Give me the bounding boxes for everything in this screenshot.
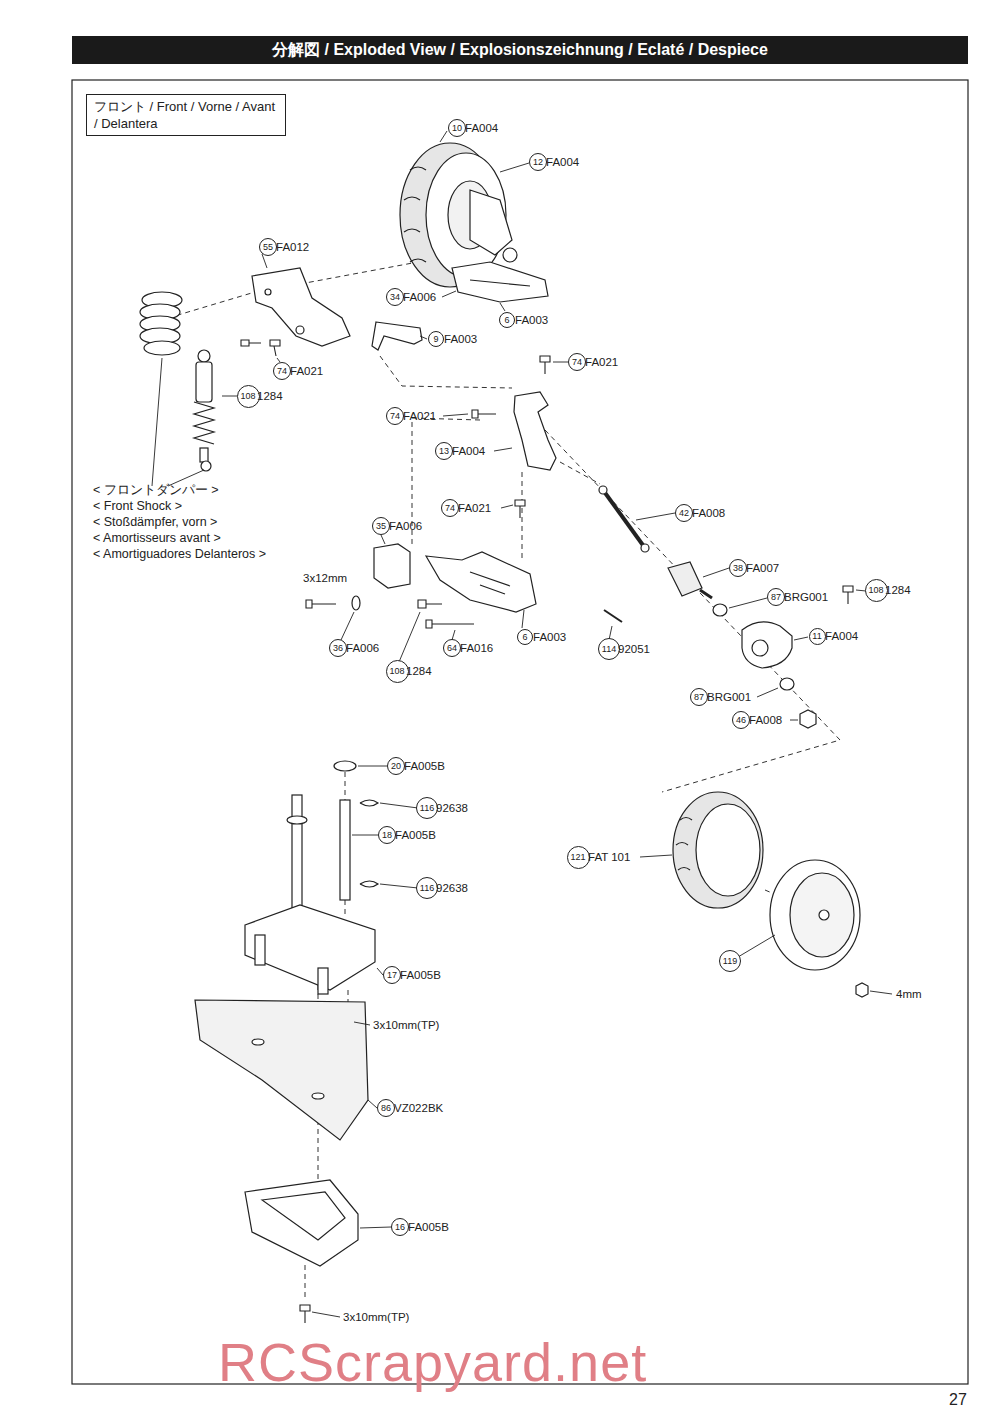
part-code: BRG001 (707, 691, 751, 703)
drive-parts (599, 486, 816, 728)
callout-number: 74 (273, 362, 291, 380)
part-code: 92638 (436, 882, 468, 894)
leader-lines (152, 131, 892, 1317)
callout-number: 20 (387, 757, 405, 775)
part-note: < Stoßdämpfer, vorn > (93, 515, 217, 529)
callout-number: 87 (690, 688, 708, 706)
part-code: FA004 (825, 630, 858, 642)
part-code: 92638 (436, 802, 468, 814)
part-code: FA004 (546, 156, 579, 168)
callout-number: 38 (729, 559, 747, 577)
callout-number: 17 (383, 966, 401, 984)
callout-number: 108 (386, 660, 409, 683)
c-hub (514, 392, 556, 470)
part-code: FA006 (346, 642, 379, 654)
dimension: 3x10mm(TP) (343, 1311, 409, 1323)
callout-number: 108 (237, 385, 260, 408)
screw (241, 340, 853, 1323)
part-code: FA003 (515, 314, 548, 326)
callout-number: 74 (568, 353, 586, 371)
callout-number: 114 (598, 638, 620, 660)
part-code: FA003 (533, 631, 566, 643)
shock-tower (252, 268, 350, 346)
part-code: FA007 (746, 562, 779, 574)
part-code: FA016 (460, 642, 493, 654)
section-box: フロント / Front / Vorne / Avant / Delantera (86, 94, 286, 136)
part-code: FA006 (403, 291, 436, 303)
part-code: 1284 (406, 665, 432, 677)
callout-number: 86 (377, 1099, 395, 1117)
part-code: VZ022BK (394, 1102, 443, 1114)
link-part (372, 322, 422, 350)
lower-arm (352, 544, 536, 612)
part-code: FA021 (458, 502, 491, 514)
section-label: フロント / Front / Vorne / Avant / Delantera (94, 98, 278, 132)
callout-number: 18 (378, 826, 396, 844)
callout-number: 9 (428, 331, 444, 347)
shock-absorber (140, 292, 214, 471)
callout-number: 64 (443, 639, 461, 657)
part-code: FA004 (465, 122, 498, 134)
part-code: 1284 (257, 390, 283, 402)
part-code: FA004 (452, 445, 485, 457)
callout-number: 16 (391, 1218, 409, 1236)
callout-number: 108 (865, 579, 888, 602)
callout-number: 46 (732, 711, 750, 729)
part-code: FA008 (749, 714, 782, 726)
callout-number: 42 (675, 504, 693, 522)
part-note: < Amortisseurs avant > (93, 531, 221, 545)
callout-number: 55 (259, 238, 277, 256)
callout-number: 6 (517, 629, 533, 645)
callout-number: 10 (448, 119, 466, 137)
callout-number: 36 (329, 639, 347, 657)
page-number: 27 (949, 1391, 967, 1409)
callout-number: 11 (809, 628, 826, 645)
watermark: RCScrapyard.net (218, 1331, 647, 1393)
part-code: FA021 (290, 365, 323, 377)
callout-number: 116 (416, 797, 438, 819)
callout-number: 74 (386, 407, 404, 425)
wheel-and-tire (673, 792, 868, 997)
assembly-guides (168, 262, 840, 1300)
part-code: FA021 (585, 356, 618, 368)
part-code: 1284 (885, 584, 911, 596)
callout-number: 35 (372, 517, 390, 535)
callout-number: 12 (529, 153, 547, 171)
part-code: FA005B (408, 1221, 449, 1233)
part-code: FA003 (444, 333, 477, 345)
part-code: BRG001 (784, 591, 828, 603)
callout-number: 121 (567, 846, 590, 869)
dimension: 3x12mm (303, 572, 347, 584)
part-note: < Front Shock > (93, 499, 182, 513)
part-code: FAT 101 (588, 851, 630, 863)
callout-number: 87 (767, 588, 785, 606)
callout-number: 13 (435, 442, 453, 460)
callout-number: 6 (499, 312, 515, 328)
part-code: FA005B (404, 760, 445, 772)
part-code: FA021 (403, 410, 436, 422)
part-code: FA005B (395, 829, 436, 841)
callout-number: 34 (386, 288, 404, 306)
part-note: < Amortiguadores Delanteros > (93, 547, 266, 561)
part-code: FA005B (400, 969, 441, 981)
dimension: 4mm (896, 988, 922, 1000)
part-code: FA012 (276, 241, 309, 253)
part-code: FA008 (692, 507, 725, 519)
title-bar: 分解図 / Exploded View / Explosionszeichnun… (72, 36, 968, 64)
callout-number: 74 (441, 499, 459, 517)
dimension: 3x10mm(TP) (373, 1019, 439, 1031)
callout-number: 116 (416, 877, 438, 899)
page-frame (72, 80, 968, 1384)
wheel-assembly (400, 143, 548, 302)
part-note: < フロントダンパー > (93, 482, 219, 499)
callout-number: 119 (719, 950, 741, 972)
bumper-assembly (195, 761, 378, 1266)
part-code: 92051 (618, 643, 650, 655)
part-code: FA006 (389, 520, 422, 532)
